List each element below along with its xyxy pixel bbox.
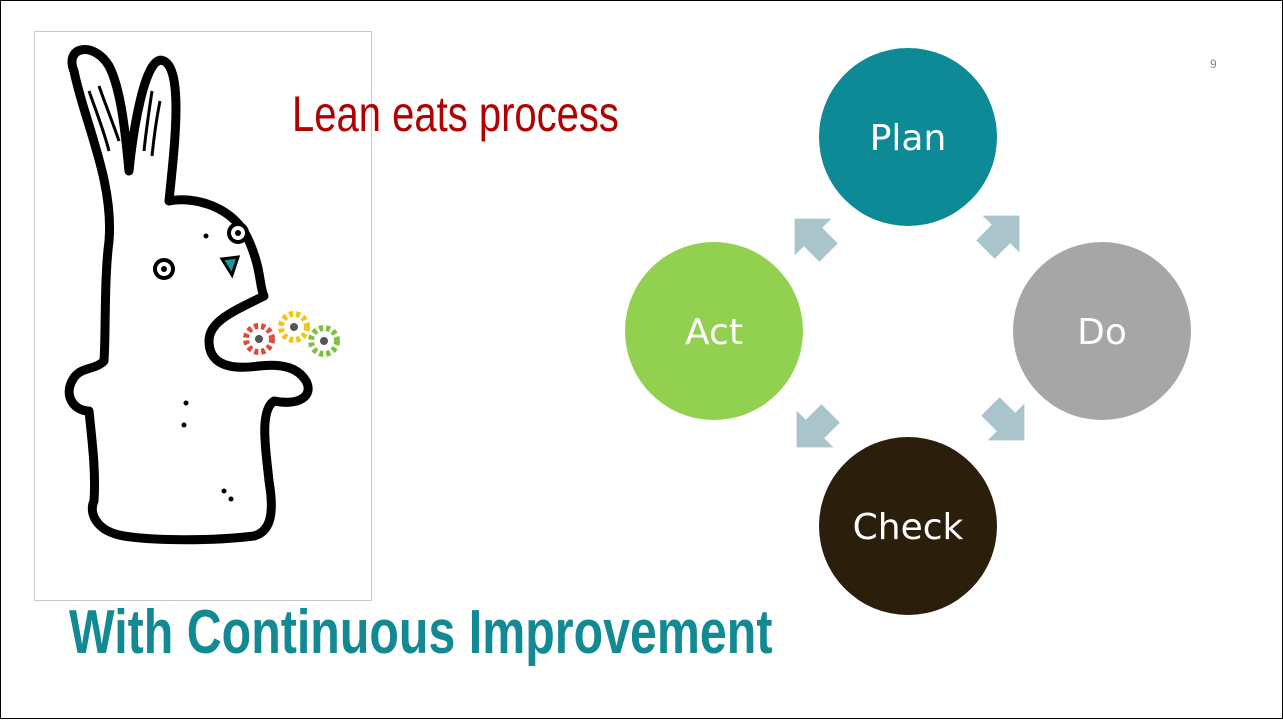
gear-icon — [243, 323, 275, 355]
arrow-plan-to-do — [976, 215, 1020, 259]
gear-icon — [308, 325, 340, 357]
cycle-node-act: Act — [625, 242, 803, 420]
rabbit-illustration — [64, 45, 340, 545]
gear-icon — [278, 311, 310, 343]
illustration-frame — [34, 31, 372, 601]
ear-line — [97, 85, 121, 142]
cycle-node-label: Do — [1077, 312, 1127, 353]
page-number: 9 — [1210, 57, 1217, 71]
cycle-node-label: Check — [853, 507, 964, 548]
slide-title: Lean eats process — [292, 86, 619, 142]
cycle-node-label: Plan — [870, 118, 947, 159]
arrow-do-to-check — [981, 397, 1025, 441]
ear-line — [142, 90, 154, 152]
rabbit-body — [64, 45, 313, 545]
cycle-node-do: Do — [1013, 242, 1191, 420]
arrow-act-to-plan — [794, 218, 838, 262]
cycle-node-plan: Plan — [819, 48, 997, 226]
ear-line — [150, 100, 162, 157]
ear-line — [87, 90, 111, 152]
cycle-node-check: Check — [819, 437, 997, 615]
slide-subtitle: With Continuous Improvement — [69, 598, 773, 667]
rabbit-nose — [219, 255, 241, 279]
arrow-check-to-act — [796, 404, 840, 448]
cycle-node-label: Act — [685, 312, 743, 353]
